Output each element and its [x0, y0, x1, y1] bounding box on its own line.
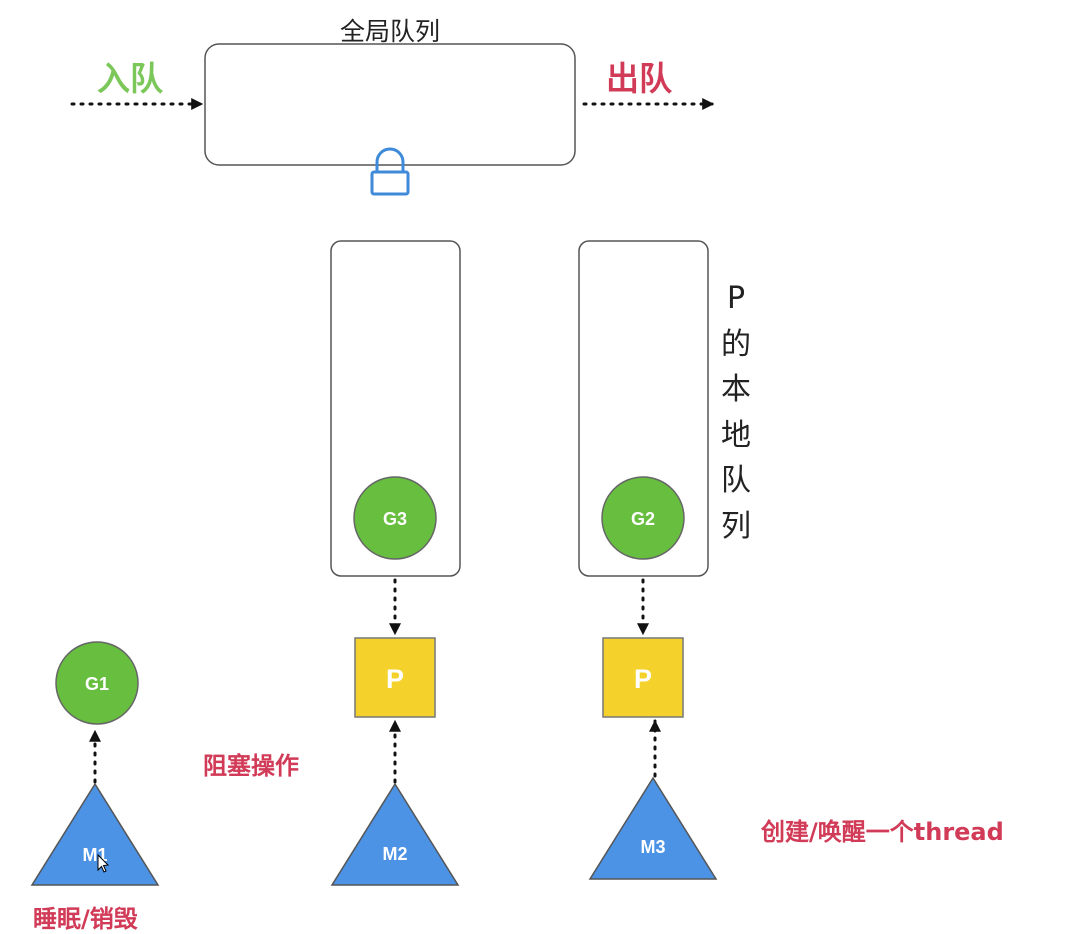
goroutine-g3: G3	[353, 476, 437, 560]
thread-m1: M1	[30, 782, 160, 886]
lock-icon	[370, 147, 410, 196]
processor-right: P	[602, 637, 684, 718]
processor-left-label: P	[386, 664, 404, 694]
processor-left: P	[354, 637, 436, 718]
goroutine-g3-label: G3	[383, 509, 407, 529]
blocking-annotation: 阻塞操作	[203, 752, 299, 780]
global-queue-title: 全局队列	[339, 17, 440, 46]
sleep-destroy-annotation: 睡眠/销毁	[33, 905, 138, 933]
goroutine-g1: G1	[55, 641, 139, 725]
dequeue-label: 出队	[606, 59, 672, 98]
goroutine-g2: G2	[601, 476, 685, 560]
goroutine-g1-label: G1	[85, 674, 109, 694]
global-queue-box	[204, 43, 576, 166]
processor-right-label: P	[634, 664, 652, 694]
thread-m2-label: M2	[382, 844, 407, 864]
enqueue-label: 入队	[97, 59, 163, 98]
thread-m3-label: M3	[640, 837, 665, 857]
goroutine-g2-label: G2	[631, 509, 655, 529]
local-queue-title: P的本地队列	[721, 281, 751, 544]
create-wake-annotation: 创建/唤醒一个thread	[761, 818, 1004, 846]
thread-m2: M2	[330, 782, 460, 886]
thread-m3: M3	[588, 776, 718, 880]
mouse-cursor-icon	[97, 853, 110, 873]
